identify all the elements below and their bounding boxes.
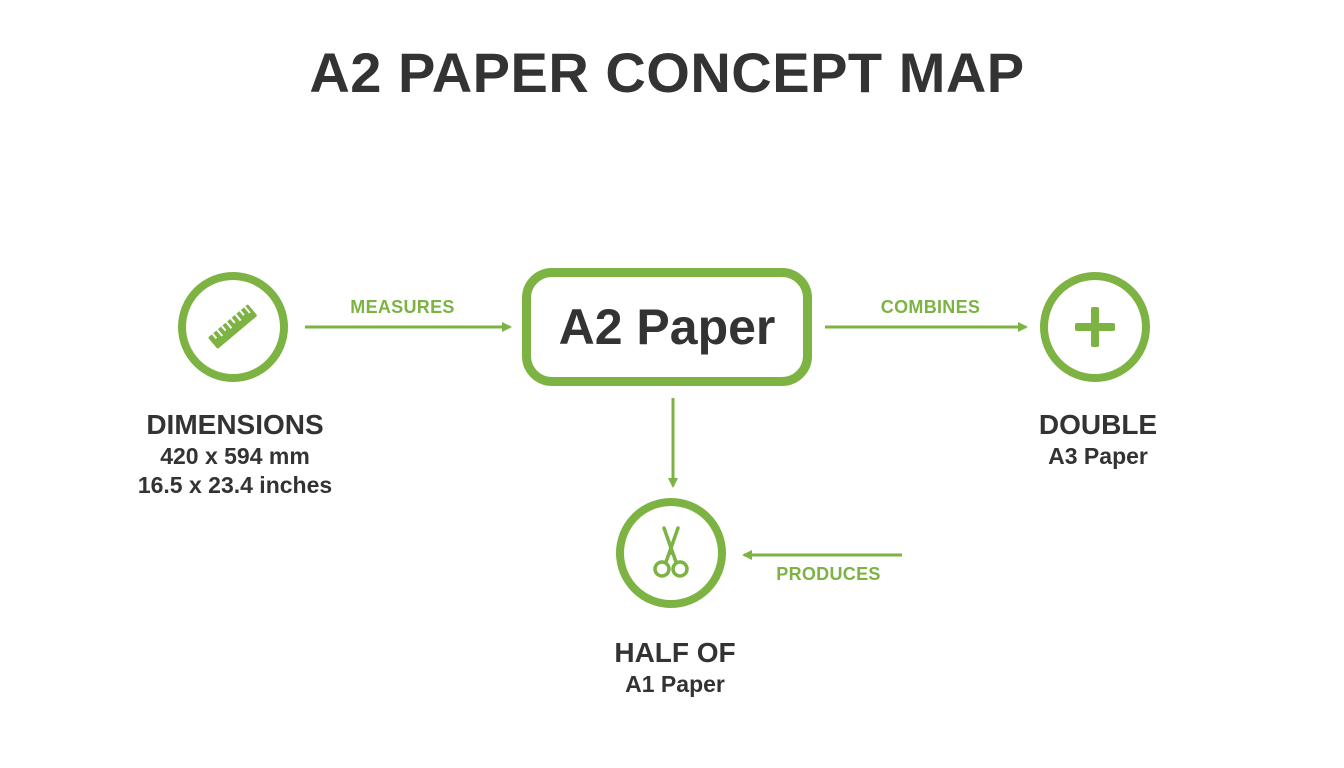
double-label: DOUBLE A3 Paper [998,408,1198,471]
half-of-sub: A1 Paper [625,671,725,697]
dimensions-inches: 16.5 x 23.4 inches [137,472,333,498]
half-of-label: HALF OF A1 Paper [575,636,775,699]
edge-label-measures: MEASURES [350,297,455,317]
plus-icon [1075,307,1115,347]
double-title: DOUBLE [1038,409,1158,440]
dimensions-label: DIMENSIONS 420 x 594 mm 16.5 x 23.4 inch… [85,408,385,500]
half-of-title: HALF OF [614,637,736,668]
half-of-node [616,498,726,608]
page-title: A2 PAPER CONCEPT MAP [309,41,1025,104]
dimensions-title: DIMENSIONS [146,409,324,440]
central-node: A2 Paper [522,268,812,386]
edge-label-produces: PRODUCES [776,564,881,584]
double-sub: A3 Paper [1048,443,1148,469]
scissors-icon [653,526,689,578]
ruler-icon [208,304,257,349]
double-node [1040,272,1150,382]
central-node-label: A2 Paper [558,299,776,355]
dimensions-node [178,272,288,382]
dimensions-mm: 420 x 594 mm [160,443,310,469]
edge-label-combines: COMBINES [880,297,981,317]
